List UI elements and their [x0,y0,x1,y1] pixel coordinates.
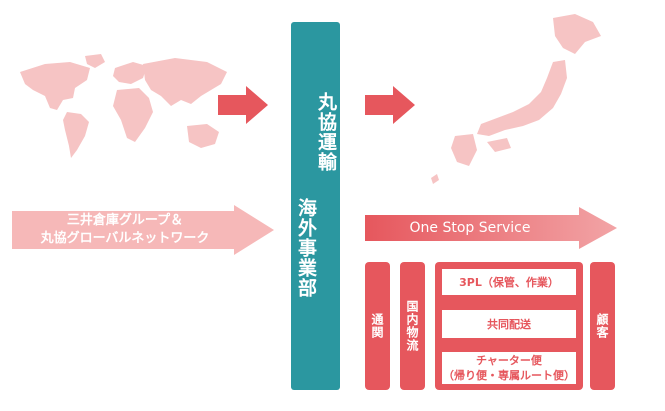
service-3pl-box: 3PL（保管、作業） [440,267,578,297]
hokkaido-shape [553,14,601,54]
honshu-shape [477,60,567,136]
domestic-logistics-box: 国内物流 [400,262,425,390]
network-arrow-shape [12,205,274,255]
customer-label: 顧客 [595,313,609,339]
arrow-world-to-center [218,86,268,124]
africa-shape [113,88,153,142]
one-stop-arrow-shape [365,207,617,249]
service-joint-delivery-label: 共同配送 [487,317,531,331]
center-column-line2: 海外事業部 [295,198,317,298]
center-column: 丸協運輸 海外事業部 [291,22,340,390]
greenland-shape [85,54,105,68]
shikoku-shape [487,138,511,152]
network-label-line1: 三井倉庫グループ＆ [66,213,184,228]
south-america-shape [63,112,89,158]
service-charter-label: チャーター便 [476,354,542,367]
customs-box: 通関 [365,262,390,390]
customs-label: 通関 [370,313,384,339]
service-joint-delivery-box: 共同配送 [440,308,578,340]
service-charter-sublabel: （帰り便・専属ルート便） [443,369,575,382]
one-stop-label: One Stop Service [409,220,531,236]
australia-shape [187,124,219,148]
service-charter-box: チャーター便 （帰り便・専属ルート便） [440,350,578,386]
service-3pl-label: 3PL（保管、作業） [459,275,559,289]
domestic-logistics-label: 国内物流 [405,300,419,352]
north-america-shape [20,62,90,110]
europe-shape [113,62,147,84]
network-label: 三井倉庫グループ＆ 丸協グローバルネットワーク [20,212,230,248]
kyushu-shape [451,134,477,166]
network-label-line2: 丸協グローバルネットワーク [40,231,210,246]
okinawa-shape [431,174,439,184]
arrow-center-to-japan [365,86,415,124]
world-map-graphic [20,54,227,158]
asia-shape [143,58,227,106]
center-column-line1: 丸協運輸 [315,92,337,172]
customer-box: 顧客 [590,262,615,390]
japan-map-graphic [431,14,601,184]
